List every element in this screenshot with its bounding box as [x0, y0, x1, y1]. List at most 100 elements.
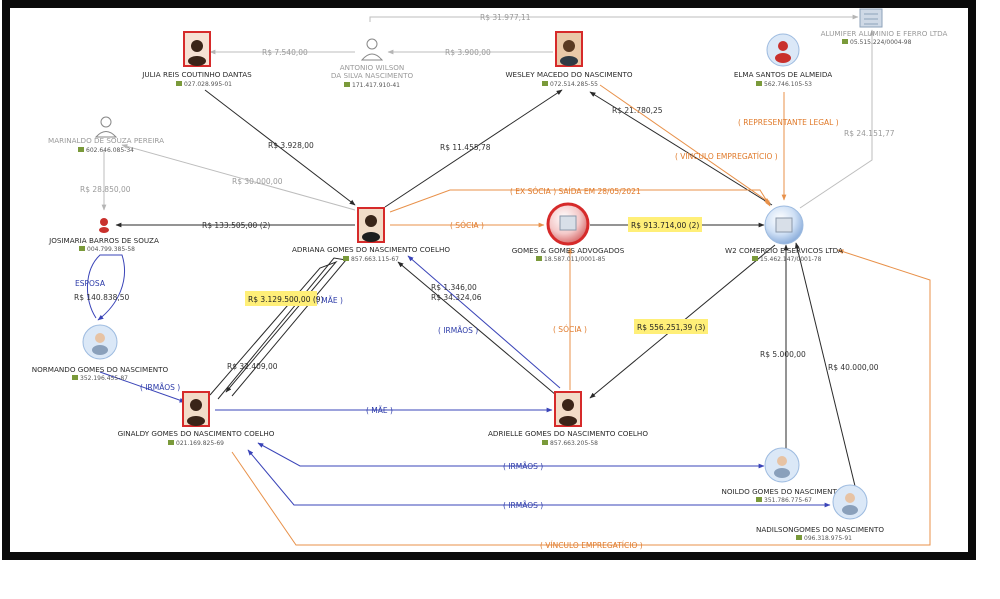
- edge-label-irmaos-noildo: ( IRMÃOS ): [503, 462, 543, 471]
- edge-label-gomes-w2: R$ 913.714,00 (2): [631, 221, 699, 230]
- edge-label-irmaos-mid: ( IRMÃOS ): [438, 326, 478, 335]
- edge-label-irmaos-nadilson: ( IRMÃOS ): [503, 501, 543, 510]
- node-name: GINALDY GOMES DO NASCIMENTO COELHO: [118, 429, 275, 438]
- node-name: JULIA REIS COUTINHO DANTAS: [141, 70, 252, 79]
- node-name: W2 COMERCIO E SERVICOS LTDA: [725, 246, 843, 255]
- node-josimaria[interactable]: JOSIMARIA BARROS DE SOUZA 004.799.385-58: [48, 218, 159, 253]
- edge-ginaldy-adriana-2: [217, 257, 347, 400]
- edge-label-adrielle-adriana-1: R$ 1.346,00: [431, 283, 477, 292]
- node-doc: 027.028.995-01: [184, 81, 232, 88]
- edge-label-antonio-wesley: R$ 3.900,00: [445, 48, 491, 57]
- edge-label-vinculo-top: ( VÍNCULO EMPREGATÍCIO ): [675, 152, 778, 161]
- node-doc: 18.587.011/0001-85: [544, 256, 606, 263]
- edge-label-socia-lower: ( SÓCIA ): [553, 325, 587, 334]
- node-ginaldy[interactable]: GINALDY GOMES DO NASCIMENTO COELHO 021.1…: [118, 391, 275, 447]
- highlight-gomes-w2: [628, 217, 702, 232]
- edge-esposa-loop: [86, 254, 126, 321]
- edge-label-wesley-adriana: R$ 11.455,78: [440, 143, 491, 152]
- node-name-line1: ANTONIO WILSON: [340, 63, 405, 72]
- edge-label-adriana-josimaria: R$ 133.505,00 (2): [202, 221, 270, 230]
- node-doc: 352.196.455-87: [80, 375, 128, 382]
- node-name: NADILSONGOMES DO NASCIMENTO: [756, 525, 884, 534]
- node-name: ALUMIFER ALUMINIO E FERRO LTDA: [821, 29, 948, 38]
- node-name: JOSIMARIA BARROS DE SOUZA: [48, 236, 159, 245]
- edge-vinculo-bottom: [231, 249, 931, 546]
- edge-label-mae-lower: ( MÃE ): [366, 406, 393, 415]
- highlight-ginaldy-adriana: [245, 291, 317, 306]
- node-doc: 021.169.825-69: [176, 440, 224, 447]
- edge-label-julia-adriana: R$ 3.928,00: [268, 141, 314, 150]
- node-nadilson[interactable]: NADILSONGOMES DO NASCIMENTO 096.318.975-…: [756, 484, 884, 542]
- node-marinaldo[interactable]: MARINALDO DE SOUZA PEREIRA 602.646.085-3…: [48, 116, 164, 154]
- node-doc: 05.515.224/0004-98: [850, 39, 912, 46]
- node-doc: 004.799.385-58: [87, 246, 135, 253]
- node-noildo[interactable]: NOILDO GOMES DO NASCIMENTO 351.786.775-6…: [721, 447, 843, 504]
- edge-label-ex-socia: ( EX SÓCIA ) SAÍDA EM 28/05/2021: [510, 187, 641, 196]
- edge-label-julia-antonio: R$ 7.540,00: [262, 48, 308, 57]
- edge-label-vinculo-bottom: ( VÍNCULO EMPREGATÍCIO ): [540, 541, 643, 550]
- node-name: GOMES & GOMES ADVOGADOS: [512, 246, 625, 255]
- edge-label-mae-upper: ( MÃE ): [316, 296, 343, 305]
- edge-wesley-w2: [589, 91, 773, 206]
- edge-irmaos-left: [99, 371, 186, 403]
- edge-wesley-adriana: [384, 89, 563, 208]
- edge-ex-socia: [389, 189, 771, 213]
- edge-vinculo-top: [599, 84, 771, 204]
- edge-label-noildo-w2: R$ 5.000,00: [760, 350, 806, 359]
- node-doc: 15.462.147/0001-78: [760, 256, 822, 263]
- edge-adrielle-adriana: [397, 261, 557, 396]
- node-doc: 096.318.975-91: [804, 535, 852, 542]
- outer-border: [2, 0, 976, 560]
- woman-small-icon: [100, 218, 108, 226]
- edge-label-adrielle-adriana-2: R$ 34.324,06: [431, 293, 482, 302]
- edge-label-socia-top: ( SÓCIA ): [450, 221, 484, 230]
- node-name-line2: DA SILVA NASCIMENTO: [331, 71, 414, 80]
- node-doc: 562.746.105-53: [764, 81, 812, 88]
- node-normando[interactable]: NORMANDO GOMES DO NASCIMENTO 352.196.455…: [32, 324, 169, 382]
- node-name: ADRIANA GOMES DO NASCIMENTO COELHO: [292, 245, 450, 254]
- highlight-w2-adrielle: [634, 319, 708, 334]
- node-name: ADRIELLE GOMES DO NASCIMENTO COELHO: [488, 429, 648, 438]
- node-wesley[interactable]: WESLEY MACEDO DO NASCIMENTO 072.514.285-…: [505, 31, 633, 88]
- edge-label-normando-josimaria: R$ 140.838,50: [74, 293, 130, 302]
- edge-label-esposa: ESPOSA: [75, 279, 106, 288]
- node-doc: 351.786.775-67: [764, 497, 812, 504]
- edge-label-ginaldy-small: R$ 32.409,00: [227, 362, 278, 371]
- node-julia[interactable]: JULIA REIS COUTINHO DANTAS 027.028.995-0…: [141, 31, 252, 88]
- node-doc: 602.646.085-34: [86, 147, 134, 154]
- edge-marinaldo-adriana: [121, 144, 356, 211]
- edge-label-alumifer-top: R$ 31.977,11: [480, 13, 531, 22]
- person-outline-icon: [366, 38, 378, 50]
- edge-nadilson-w2: [794, 242, 856, 487]
- edge-label-alumifer-w2: R$ 24.151,77: [844, 129, 895, 138]
- edge-irmaos-nadilson: [247, 449, 831, 508]
- node-adrielle[interactable]: ADRIELLE GOMES DO NASCIMENTO COELHO 857.…: [488, 391, 648, 447]
- node-doc: 857.663.205-58: [550, 440, 598, 447]
- node-alumifer[interactable]: ALUMIFER ALUMINIO E FERRO LTDA 05.515.22…: [821, 8, 948, 46]
- node-name: WESLEY MACEDO DO NASCIMENTO: [505, 70, 632, 79]
- edge-label-nadilson-w2: R$ 40.000,00: [828, 363, 879, 372]
- edge-label-marinaldo-adriana: R$ 30.000,00: [232, 177, 283, 186]
- edge-julia-adriana: [204, 89, 356, 206]
- person-outline-icon: [100, 116, 112, 128]
- node-name: MARINALDO DE SOUZA PEREIRA: [48, 136, 164, 145]
- edge-ginaldy-adriana: [209, 260, 338, 396]
- node-gomes-adv[interactable]: GOMES & GOMES ADVOGADOS 18.587.011/0001-…: [512, 202, 625, 263]
- edge-label-ginaldy-adriana: R$ 3.129.500,00 (9): [248, 295, 324, 304]
- node-antonio[interactable]: ANTONIO WILSON DA SILVA NASCIMENTO 171.4…: [331, 38, 414, 89]
- edge-label-w2-adrielle: R$ 556.251,39 (3): [637, 323, 705, 332]
- edge-alumifer-top: [369, 14, 859, 22]
- node-w2[interactable]: W2 COMERCIO E SERVICOS LTDA 15.462.147/0…: [725, 205, 843, 263]
- node-name: NORMANDO GOMES DO NASCIMENTO: [32, 365, 169, 374]
- node-adriana[interactable]: ADRIANA GOMES DO NASCIMENTO COELHO 857.6…: [292, 207, 450, 263]
- edge-label-irmaos-left: ( IRMÃOS ): [140, 383, 180, 392]
- edge-label-marinaldo-josimaria: R$ 28.850,00: [80, 185, 131, 194]
- edge-alumifer-w2: [799, 29, 875, 209]
- node-doc: 072.514.285-55: [550, 81, 598, 88]
- node-doc: 171.417.910-41: [352, 82, 400, 89]
- edge-label-rep-legal: ( REPRESENTANTE LEGAL ): [738, 118, 839, 127]
- node-elma[interactable]: ELMA SANTOS DE ALMEIDA 562.746.105-53: [734, 33, 832, 88]
- node-name: ELMA SANTOS DE ALMEIDA: [734, 70, 832, 79]
